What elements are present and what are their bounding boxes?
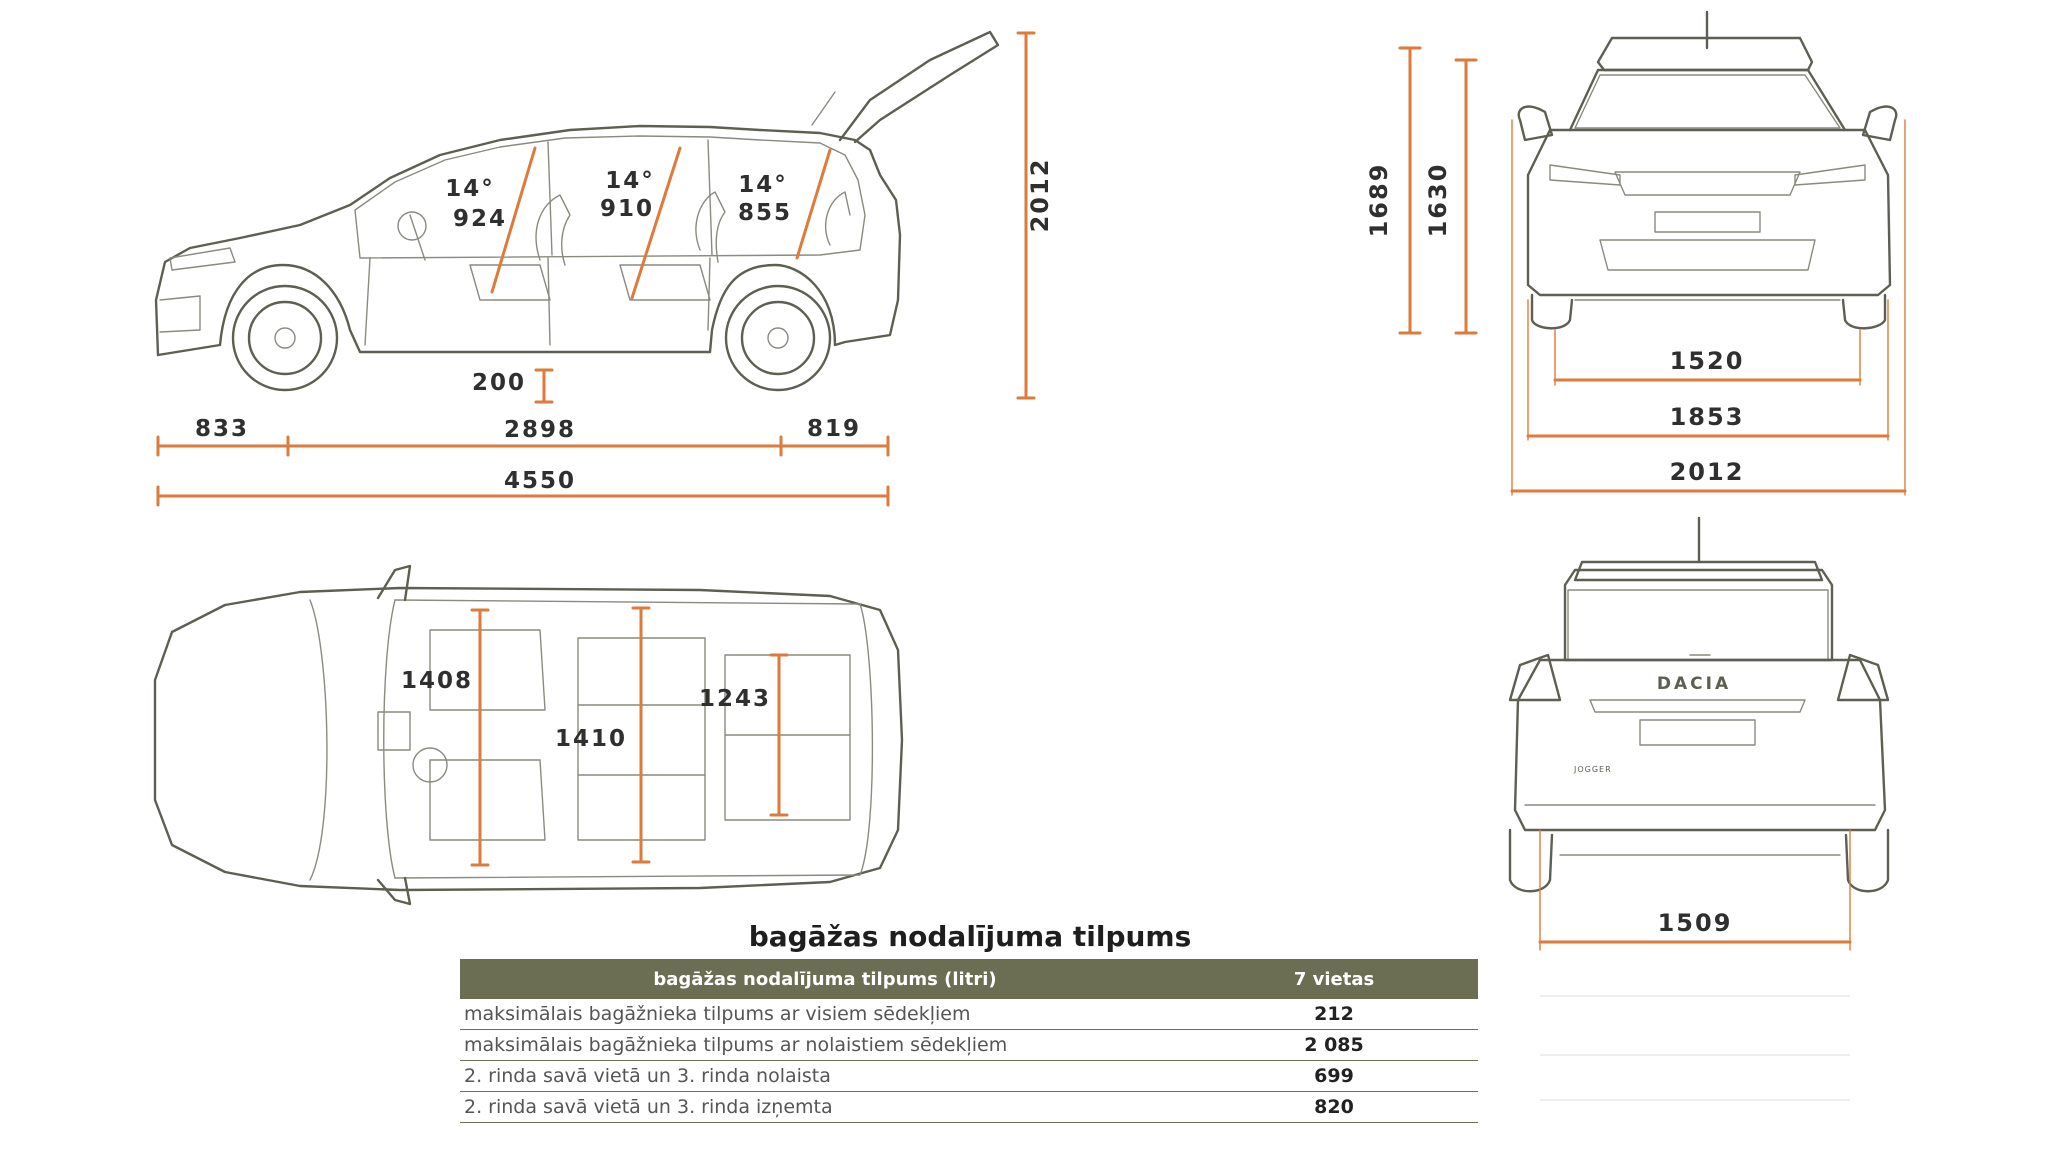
table-row-value: 699 <box>1190 1060 1478 1092</box>
width-row2-label: 1410 <box>555 726 627 752</box>
rear-overhang-label: 819 <box>807 416 861 442</box>
table-row: 2. rinda savā vietā un 3. rinda izņemta … <box>460 1091 1478 1123</box>
row1-angle-label: 14° <box>445 176 495 202</box>
table-row-label: 2. rinda savā vietā un 3. rinda izņemta <box>460 1091 1190 1123</box>
row2-length-label: 910 <box>600 196 654 222</box>
table-header-row: bagāžas nodalījuma tilpums (litri) 7 vie… <box>460 959 1478 999</box>
rear-brand-logo: DACIA <box>1657 674 1731 694</box>
ground-clearance-label: 200 <box>472 370 526 396</box>
row1-length-line <box>490 146 537 294</box>
length-label: 4550 <box>504 468 576 494</box>
row3-angle-label: 14° <box>738 172 788 198</box>
side-view-car <box>154 30 1000 392</box>
front-view-car <box>1517 10 1898 330</box>
table-row: 2. rinda savā vietā un 3. rinda nolaista… <box>460 1060 1478 1092</box>
front-overhang-label: 833 <box>195 416 249 442</box>
table-header-value: 7 vietas <box>1190 959 1478 999</box>
side-view-dimensions: 14° 924 14° 910 14° 855 2012 200 833 289… <box>156 31 1054 507</box>
row2-length-line <box>630 146 682 300</box>
height-2-label: 1630 <box>1424 163 1452 238</box>
row1-length-label: 924 <box>453 206 507 232</box>
body-width-label: 1853 <box>1670 403 1745 431</box>
width-mirrors-label: 2012 <box>1670 458 1745 486</box>
table-row-label: 2. rinda savā vietā un 3. rinda nolaista <box>460 1060 1190 1092</box>
track-rear-label: 1509 <box>1658 909 1733 937</box>
table-row-label: maksimālais bagāžnieka tilpums ar visiem… <box>460 999 1190 1030</box>
height-label: 2012 <box>1026 158 1054 233</box>
top-view-car <box>153 564 904 906</box>
table-row: maksimālais bagāžnieka tilpums ar nolais… <box>460 1029 1478 1061</box>
table-row-value: 212 <box>1190 999 1478 1030</box>
track-front-label: 1520 <box>1670 347 1745 375</box>
wheelbase-label: 2898 <box>504 417 576 443</box>
height-1-label: 1689 <box>1365 163 1393 238</box>
table-row-value: 820 <box>1190 1091 1478 1123</box>
table-row-label: maksimālais bagāžnieka tilpums ar nolais… <box>460 1029 1190 1061</box>
table-row: maksimālais bagāžnieka tilpums ar visiem… <box>460 999 1478 1030</box>
rear-view-dimensions: 1509 <box>1538 829 1852 1101</box>
luggage-capacity-table: bagāžas nodalījuma tilpums (litri) 7 vie… <box>460 959 1478 1123</box>
rear-view-car: DACIA JOGGER <box>1508 516 1890 893</box>
luggage-table-title: bagāžas nodalījuma tilpums <box>748 920 1192 953</box>
width-row1-label: 1408 <box>401 668 473 694</box>
front-view-dimensions: 1689 1630 1520 1853 2012 <box>1365 46 1907 496</box>
table-row-value: 2 085 <box>1190 1029 1478 1061</box>
top-view-dimensions: 1408 1410 1243 <box>401 606 789 867</box>
width-row3-label: 1243 <box>699 686 771 712</box>
table-header-label: bagāžas nodalījuma tilpums (litri) <box>460 959 1190 999</box>
rear-model-badge: JOGGER <box>1573 765 1612 774</box>
row3-length-label: 855 <box>738 200 792 226</box>
row2-angle-label: 14° <box>605 168 655 194</box>
row3-length-line <box>795 148 832 260</box>
